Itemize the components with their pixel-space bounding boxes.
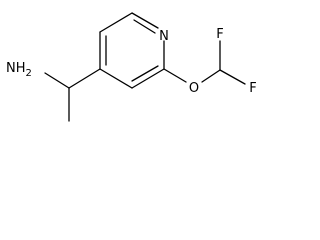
bond-ring-ch	[68, 68, 101, 89]
bond-c5-n-inner-double	[133, 19, 156, 34]
bond-c2-c3	[131, 68, 165, 89]
amine-label: NH2	[6, 61, 32, 79]
fluorine-right-label: F	[249, 81, 256, 96]
fluorine-top-label: F	[216, 27, 223, 42]
aminoethyl-group	[44, 68, 101, 122]
chemical-structure-diagram: N NH2 O F F	[6, 12, 257, 122]
bond-c2-c3-inner-double	[131, 65, 159, 82]
difluoromethoxy-group	[163, 40, 246, 85]
bond-o-cf2	[201, 69, 221, 83]
oxygen-label: O	[189, 81, 199, 96]
bond-c4-c5	[99, 12, 133, 33]
bond-c3-c4b	[99, 68, 133, 89]
pyridine-ring	[99, 12, 165, 89]
bond-c2-o	[163, 68, 187, 83]
nitrogen-ring-label: N	[159, 29, 169, 44]
bond-c5-n	[131, 12, 159, 29]
bond-cf2-f-right	[219, 69, 246, 85]
bond-ch-nh2	[44, 72, 70, 89]
